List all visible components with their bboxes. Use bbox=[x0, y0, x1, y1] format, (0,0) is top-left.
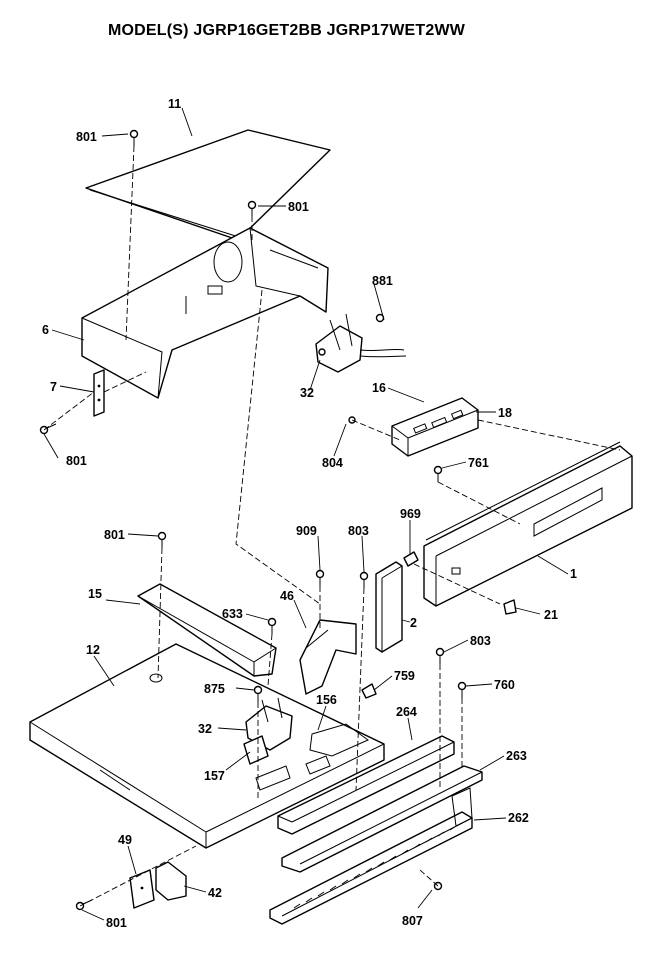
label-801: 801 bbox=[106, 916, 127, 930]
part-12-base-plate bbox=[29, 643, 385, 849]
part-11-top-cover bbox=[85, 129, 331, 241]
label-15: 15 bbox=[88, 587, 102, 601]
part-2-panel bbox=[375, 561, 403, 653]
label-801: 801 bbox=[104, 528, 125, 542]
label-759: 759 bbox=[394, 669, 415, 683]
label-6: 6 bbox=[42, 323, 49, 337]
label-969: 969 bbox=[400, 507, 421, 521]
label-804: 804 bbox=[322, 456, 343, 470]
label-156: 156 bbox=[316, 693, 337, 707]
part-263-trim bbox=[281, 765, 483, 873]
label-21: 21 bbox=[544, 608, 558, 622]
label-909: 909 bbox=[296, 524, 317, 538]
part-15-rail bbox=[137, 583, 277, 677]
label-32: 32 bbox=[300, 386, 314, 400]
model-title: MODEL(S) JGRP16GET2BB JGRP17WET2WW bbox=[108, 22, 466, 39]
label-18: 18 bbox=[498, 406, 512, 420]
part-1-control-panel bbox=[423, 441, 633, 607]
label-801: 801 bbox=[76, 130, 97, 144]
label-761: 761 bbox=[468, 456, 489, 470]
label-32: 32 bbox=[198, 722, 212, 736]
label-803: 803 bbox=[470, 634, 491, 648]
part-262-vent-grille bbox=[269, 787, 473, 925]
label-264: 264 bbox=[396, 705, 417, 719]
part-labels: 801 11 801 881 6 7 32 801 16 18 804 761 … bbox=[42, 97, 577, 930]
label-2: 2 bbox=[410, 616, 417, 630]
part-42-bracket bbox=[155, 861, 187, 901]
label-801: 801 bbox=[66, 454, 87, 468]
label-16: 16 bbox=[372, 381, 386, 395]
part-21-clip bbox=[503, 599, 517, 615]
label-11: 11 bbox=[168, 97, 181, 111]
label-157: 157 bbox=[204, 769, 225, 783]
label-633: 633 bbox=[222, 607, 243, 621]
part-7-bracket bbox=[93, 369, 105, 417]
part-6-upper-housing bbox=[81, 227, 329, 399]
assembly-lines bbox=[43, 145, 621, 907]
screws bbox=[39, 129, 467, 911]
part-759-clip bbox=[361, 683, 377, 699]
label-801: 801 bbox=[288, 200, 309, 214]
label-49: 49 bbox=[118, 833, 132, 847]
label-875: 875 bbox=[204, 682, 225, 696]
label-263: 263 bbox=[506, 749, 527, 763]
part-46-bracket bbox=[299, 619, 357, 695]
label-7: 7 bbox=[50, 380, 57, 394]
part-264-rail bbox=[277, 735, 455, 835]
part-18-control-board bbox=[391, 397, 479, 457]
label-803: 803 bbox=[348, 524, 369, 538]
part-32-switch-lower bbox=[243, 697, 293, 765]
label-1: 1 bbox=[570, 567, 577, 581]
label-760: 760 bbox=[494, 678, 515, 692]
label-46: 46 bbox=[280, 589, 294, 603]
label-881: 881 bbox=[372, 274, 393, 288]
part-969-clip bbox=[403, 551, 419, 567]
part-49-bracket bbox=[129, 869, 155, 909]
leader-lines bbox=[43, 107, 569, 921]
label-42: 42 bbox=[208, 886, 222, 900]
label-12: 12 bbox=[86, 643, 100, 657]
label-807: 807 bbox=[402, 914, 423, 928]
part-32-switch-upper bbox=[315, 313, 407, 373]
label-262: 262 bbox=[508, 811, 529, 825]
